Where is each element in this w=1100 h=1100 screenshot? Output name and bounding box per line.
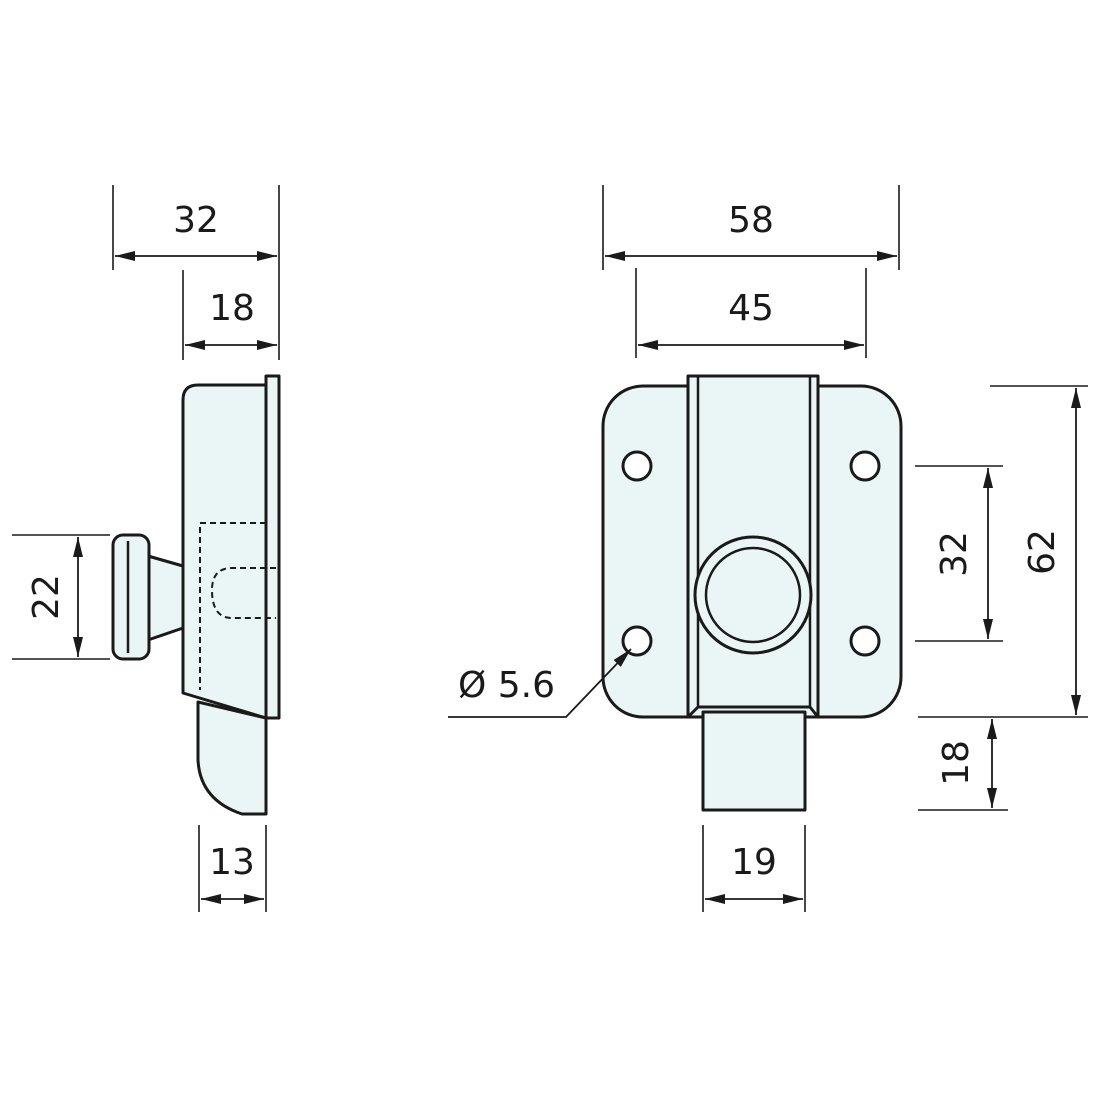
dim-label-bolt-thickness: 13 [209,842,255,883]
hidden-bolt-channel [199,522,266,690]
mounting-hole-bottom-right [849,625,881,657]
side-knob-head [111,533,151,661]
dim-label-side-width: 32 [173,200,219,241]
dim-label-side-plate-depth: 18 [209,288,255,329]
hidden-bolt-slot [210,567,276,619]
mounting-hole-top-left [621,450,653,482]
dim-label-bolt-width: 19 [731,842,777,883]
dim-label-front-width: 58 [728,200,774,241]
side-view: 32 18 22 13 [12,185,281,912]
dim-label-bolt-extension: 18 [936,740,977,786]
dim-label-hole-spacing-h: 45 [728,288,774,329]
front-knob-inner [704,546,802,644]
side-bolt [196,700,268,816]
leader-hole-diameter [448,648,632,718]
dim-label-hole-spacing-v: 32 [934,531,975,577]
side-housing [181,383,268,720]
mounting-hole-top-right [849,450,881,482]
front-knob-outer [693,535,813,655]
front-view: 58 45 Ø 5.6 32 62 [448,185,1088,912]
dim-label-knob-height: 22 [26,574,67,620]
side-knob-stem [146,554,185,642]
front-bolt [701,710,807,812]
side-back-plate [264,374,281,720]
mounting-hole-bottom-left [621,625,653,657]
dim-label-hole-diameter: Ø 5.6 [458,665,555,706]
dim-label-front-height: 62 [1022,529,1063,575]
